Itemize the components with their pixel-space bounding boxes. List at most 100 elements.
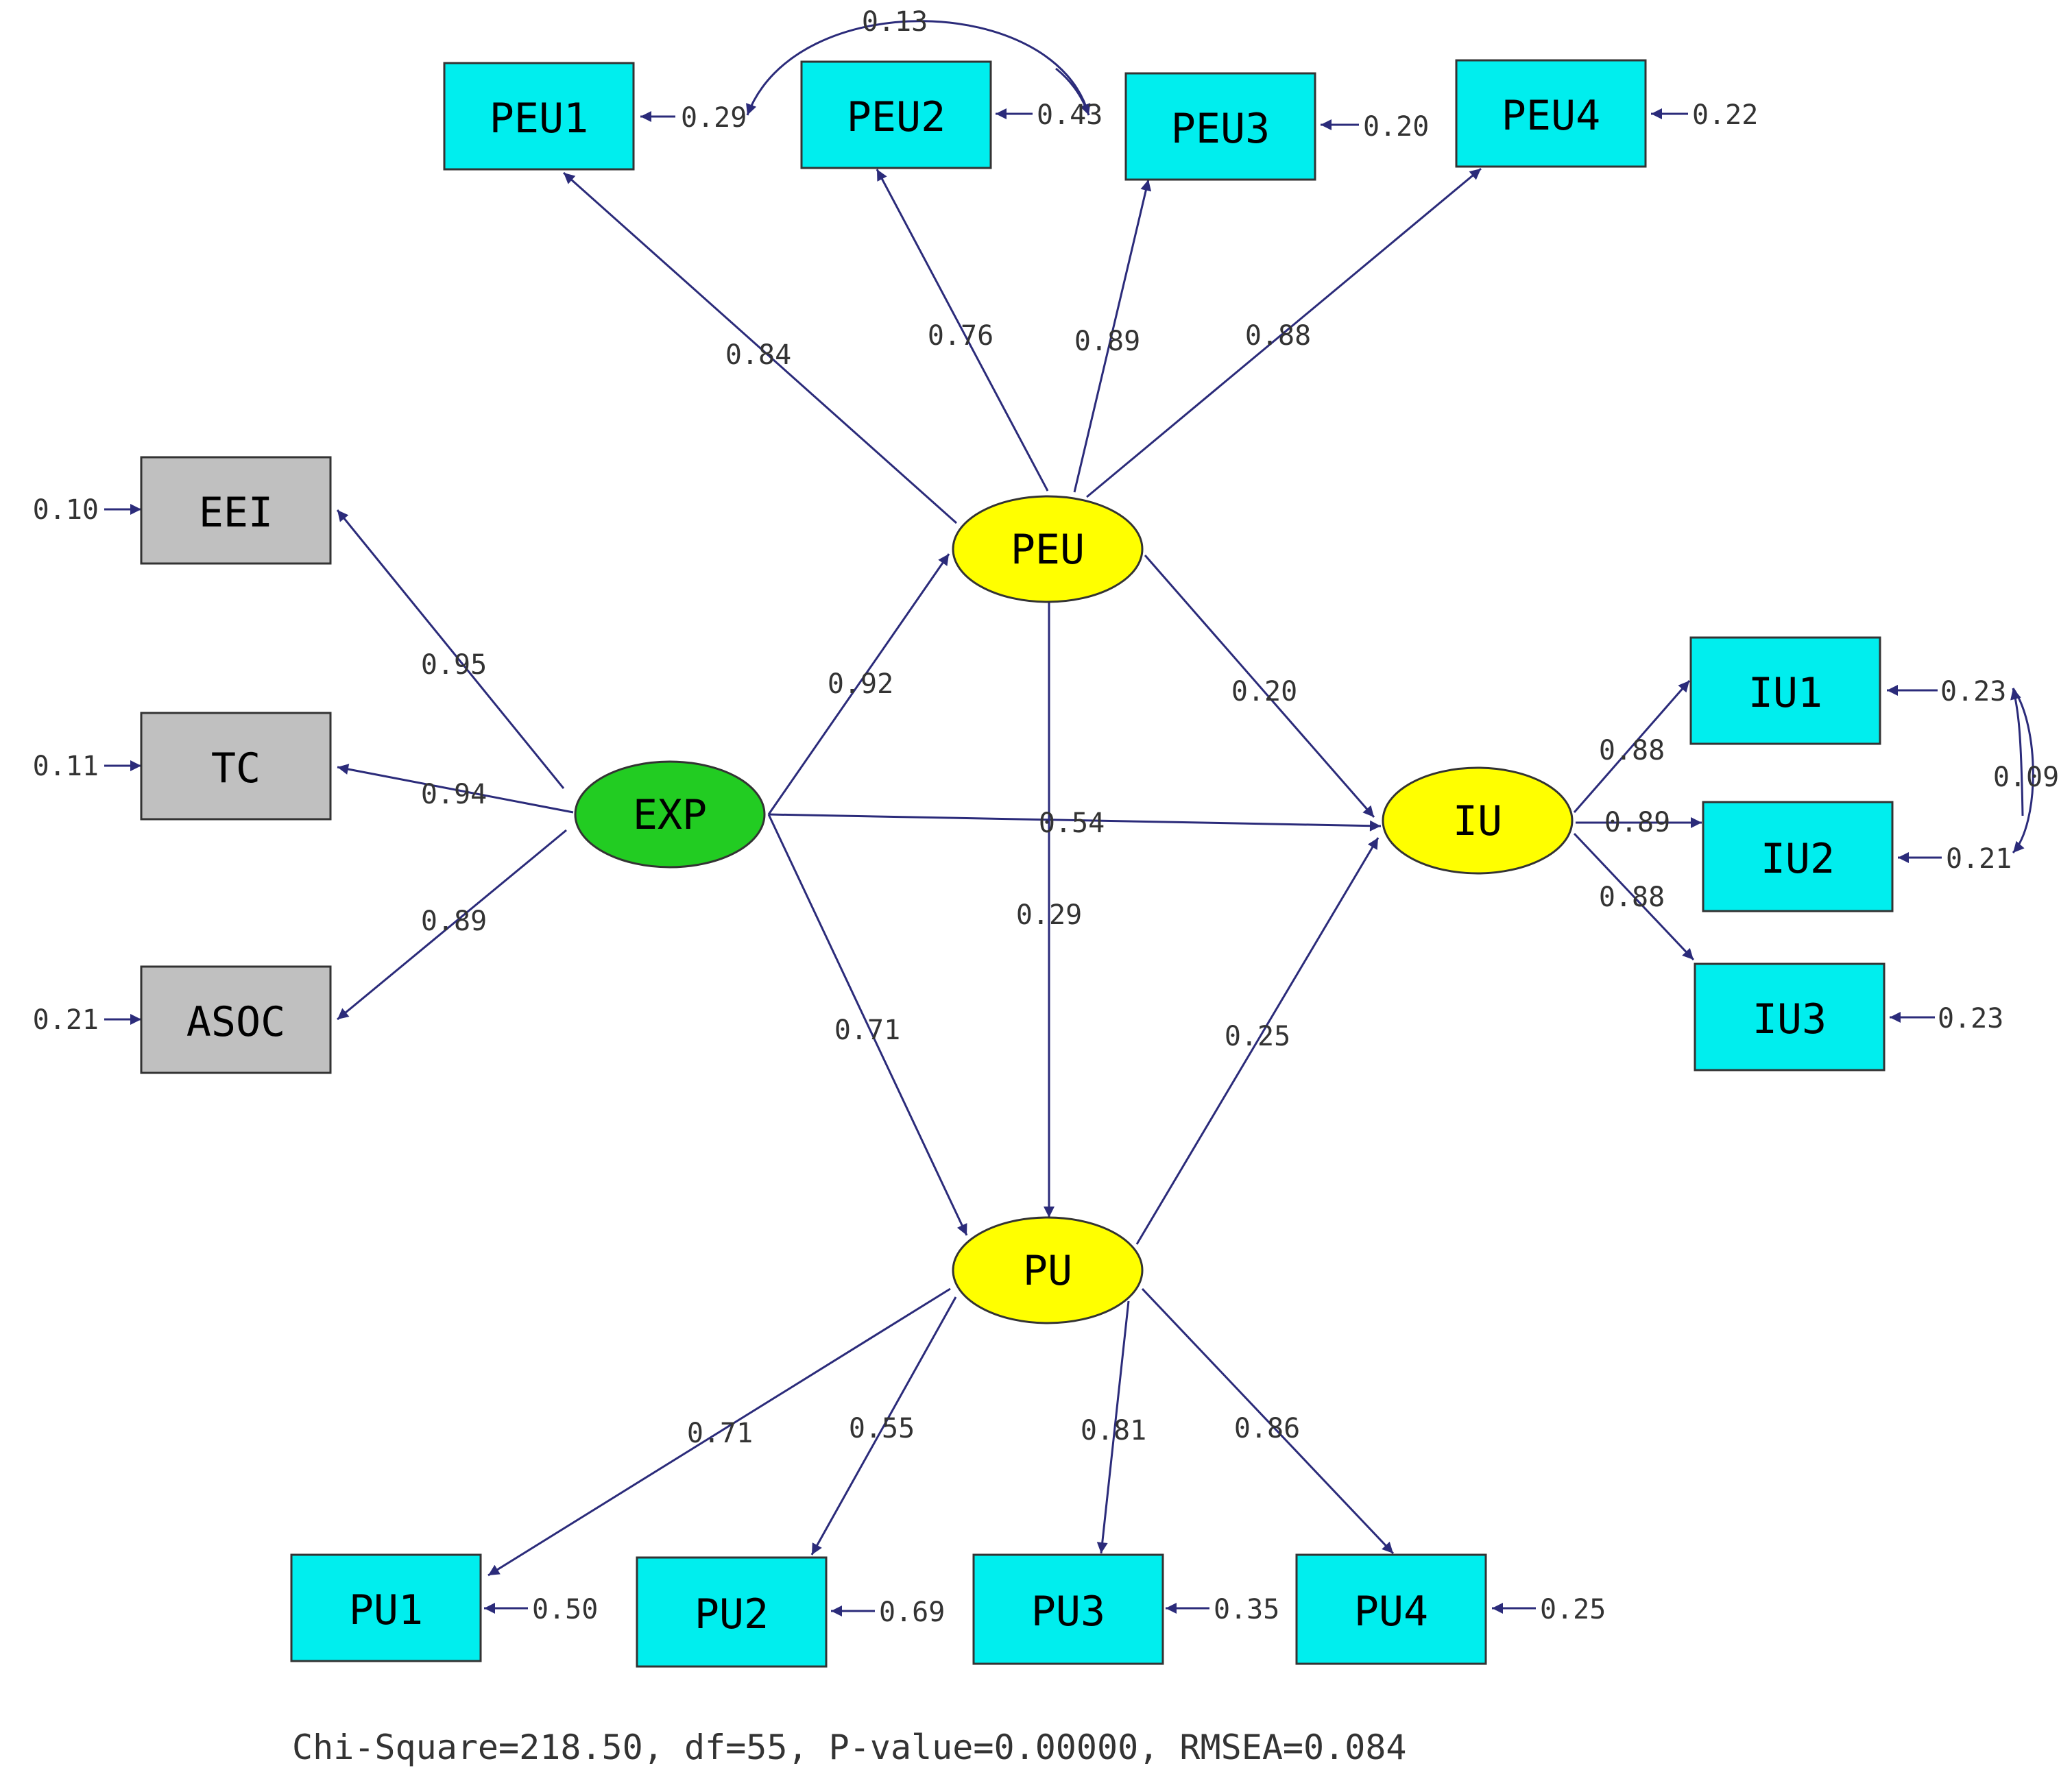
- label-pu1: PU1: [349, 1586, 423, 1634]
- coef-pu-pu4: 0.86: [1234, 1413, 1300, 1444]
- error-pu4: 0.25: [1540, 1594, 1606, 1625]
- covariance-arcs: [746, 20, 2034, 853]
- path-exp-asoc: [337, 829, 567, 1021]
- error-pu3: 0.35: [1214, 1594, 1279, 1625]
- box-pu3: [972, 1553, 1164, 1665]
- box-pu4: [1295, 1553, 1487, 1665]
- covariance-arc-iu1-iu2: [2012, 688, 2034, 853]
- error-iu1: 0.23: [1940, 676, 2006, 707]
- coef-peu-peu4: 0.88: [1245, 320, 1311, 352]
- path-exp-peu: [767, 553, 950, 815]
- coef-peu-iu: 0.20: [1231, 676, 1297, 707]
- coef-pu-pu3: 0.81: [1081, 1415, 1146, 1446]
- label-asoc: ASOC: [186, 998, 286, 1046]
- path-pu-pu4: [1141, 1287, 1395, 1555]
- label-pu3: PU3: [1031, 1588, 1105, 1636]
- latent-variables: [574, 495, 1574, 1324]
- coef-iu-iu1: 0.88: [1599, 735, 1665, 766]
- box-peu3: [1124, 72, 1316, 181]
- coef-exp-tc: 0.94: [421, 779, 487, 810]
- label-iu2: IU2: [1761, 835, 1835, 883]
- label-peu2: PEU2: [847, 93, 946, 141]
- label-iu3: IU3: [1752, 995, 1827, 1043]
- coef-pu-iu: 0.25: [1225, 1021, 1290, 1052]
- coef-exp-peu: 0.92: [828, 668, 893, 700]
- indicators: [140, 59, 1894, 1668]
- path-pu-pu3: [1096, 1300, 1130, 1554]
- error-peu2: 0.43: [1037, 99, 1103, 131]
- label-peu1: PEU1: [490, 95, 589, 143]
- label-peu4: PEU4: [1502, 92, 1601, 140]
- box-peu4: [1455, 59, 1647, 168]
- label-exp: EXP: [633, 791, 707, 839]
- box-pu2: [636, 1556, 828, 1668]
- label-pu: PU: [1023, 1247, 1072, 1295]
- box-peu2: [800, 60, 992, 169]
- error-peu3: 0.20: [1363, 111, 1429, 143]
- path-pu-pu2: [810, 1296, 957, 1555]
- path-exp-iu: [768, 813, 1382, 832]
- box-eei: [140, 456, 332, 565]
- path-iu-iu3: [1573, 832, 1695, 961]
- error-arrows: [104, 108, 1942, 1616]
- fit-statistics: Chi-Square=218.50, df=55, P-value=0.0000…: [292, 1728, 1407, 1767]
- path-exp-tc: [337, 764, 574, 814]
- box-peu1: [443, 62, 635, 171]
- coef-peu-peu1: 0.84: [725, 339, 791, 371]
- box-iu1: [1689, 636, 1881, 745]
- coef-pu-pu2: 0.55: [849, 1413, 915, 1444]
- label-iu: IU: [1453, 797, 1502, 845]
- covariance-arc-iu1-iu2-end: [2010, 688, 2024, 816]
- label-peu3: PEU3: [1171, 105, 1270, 153]
- box-iu3: [1694, 962, 1886, 1071]
- covariance-arc-peu1-peu3: [746, 20, 1090, 116]
- path-peu-peu4: [1086, 167, 1482, 498]
- label-pu4: PU4: [1354, 1588, 1428, 1636]
- coef-exp-iu: 0.54: [1039, 808, 1105, 839]
- covariance-arc-peu1-peu3-end: [1055, 67, 1091, 116]
- ellipse-pu: [952, 1216, 1144, 1324]
- coef-peu-pu: 0.29: [1016, 899, 1082, 931]
- covariance-label-iu1-iu2: 0.09: [1993, 762, 2059, 793]
- coef-iu-iu3: 0.88: [1599, 882, 1665, 913]
- label-tc: TC: [211, 744, 261, 792]
- box-pu1: [290, 1553, 482, 1662]
- covariance-label-peu1-peu3: 0.13: [862, 6, 928, 38]
- node-labels: PEU1 PEU2 PEU3 PEU4 EEI TC ASOC IU1 IU2 …: [186, 92, 1835, 1638]
- path-peu-peu1: [563, 171, 957, 524]
- coef-exp-eei: 0.95: [421, 649, 487, 681]
- ellipse-exp: [574, 760, 766, 869]
- error-eei: 0.10: [33, 494, 99, 526]
- path-peu-peu2: [876, 169, 1049, 492]
- path-exp-pu: [767, 814, 968, 1236]
- error-pu1: 0.50: [532, 1594, 598, 1625]
- error-peu1: 0.29: [681, 102, 747, 134]
- structural-paths: [336, 167, 1702, 1577]
- label-iu1: IU1: [1748, 669, 1822, 717]
- coef-exp-pu: 0.71: [834, 1015, 900, 1046]
- coef-iu-iu2: 0.89: [1604, 807, 1670, 838]
- ellipse-peu: [952, 495, 1144, 603]
- coef-pu-pu1: 0.71: [687, 1418, 753, 1449]
- box-asoc: [140, 965, 332, 1074]
- coef-peu-peu2: 0.76: [928, 320, 993, 352]
- label-pu2: PU2: [695, 1590, 769, 1638]
- path-coefficients: 0.84 0.76 0.89 0.88 0.95 0.94 0.89 0.92 …: [421, 320, 1670, 1449]
- box-iu2: [1702, 801, 1894, 912]
- path-iu-iu1: [1573, 680, 1691, 813]
- path-pu-iu: [1135, 837, 1380, 1245]
- error-variances: 0.29 0.43 0.20 0.22 0.10 0.11 0.21 0.23 …: [33, 99, 2012, 1628]
- error-asoc: 0.21: [33, 1004, 99, 1036]
- path-pu-pu1: [487, 1287, 951, 1577]
- label-peu: PEU: [1011, 526, 1085, 574]
- coef-exp-asoc: 0.89: [421, 906, 487, 937]
- error-peu4: 0.22: [1692, 99, 1758, 131]
- coef-peu-peu3: 0.89: [1074, 326, 1140, 357]
- path-exp-eei: [336, 509, 565, 789]
- label-eei: EEI: [199, 489, 273, 537]
- error-iu2: 0.21: [1946, 843, 2012, 875]
- error-iu3: 0.23: [1938, 1003, 2003, 1034]
- error-pu2: 0.69: [879, 1597, 945, 1628]
- path-peu-peu3: [1073, 179, 1152, 493]
